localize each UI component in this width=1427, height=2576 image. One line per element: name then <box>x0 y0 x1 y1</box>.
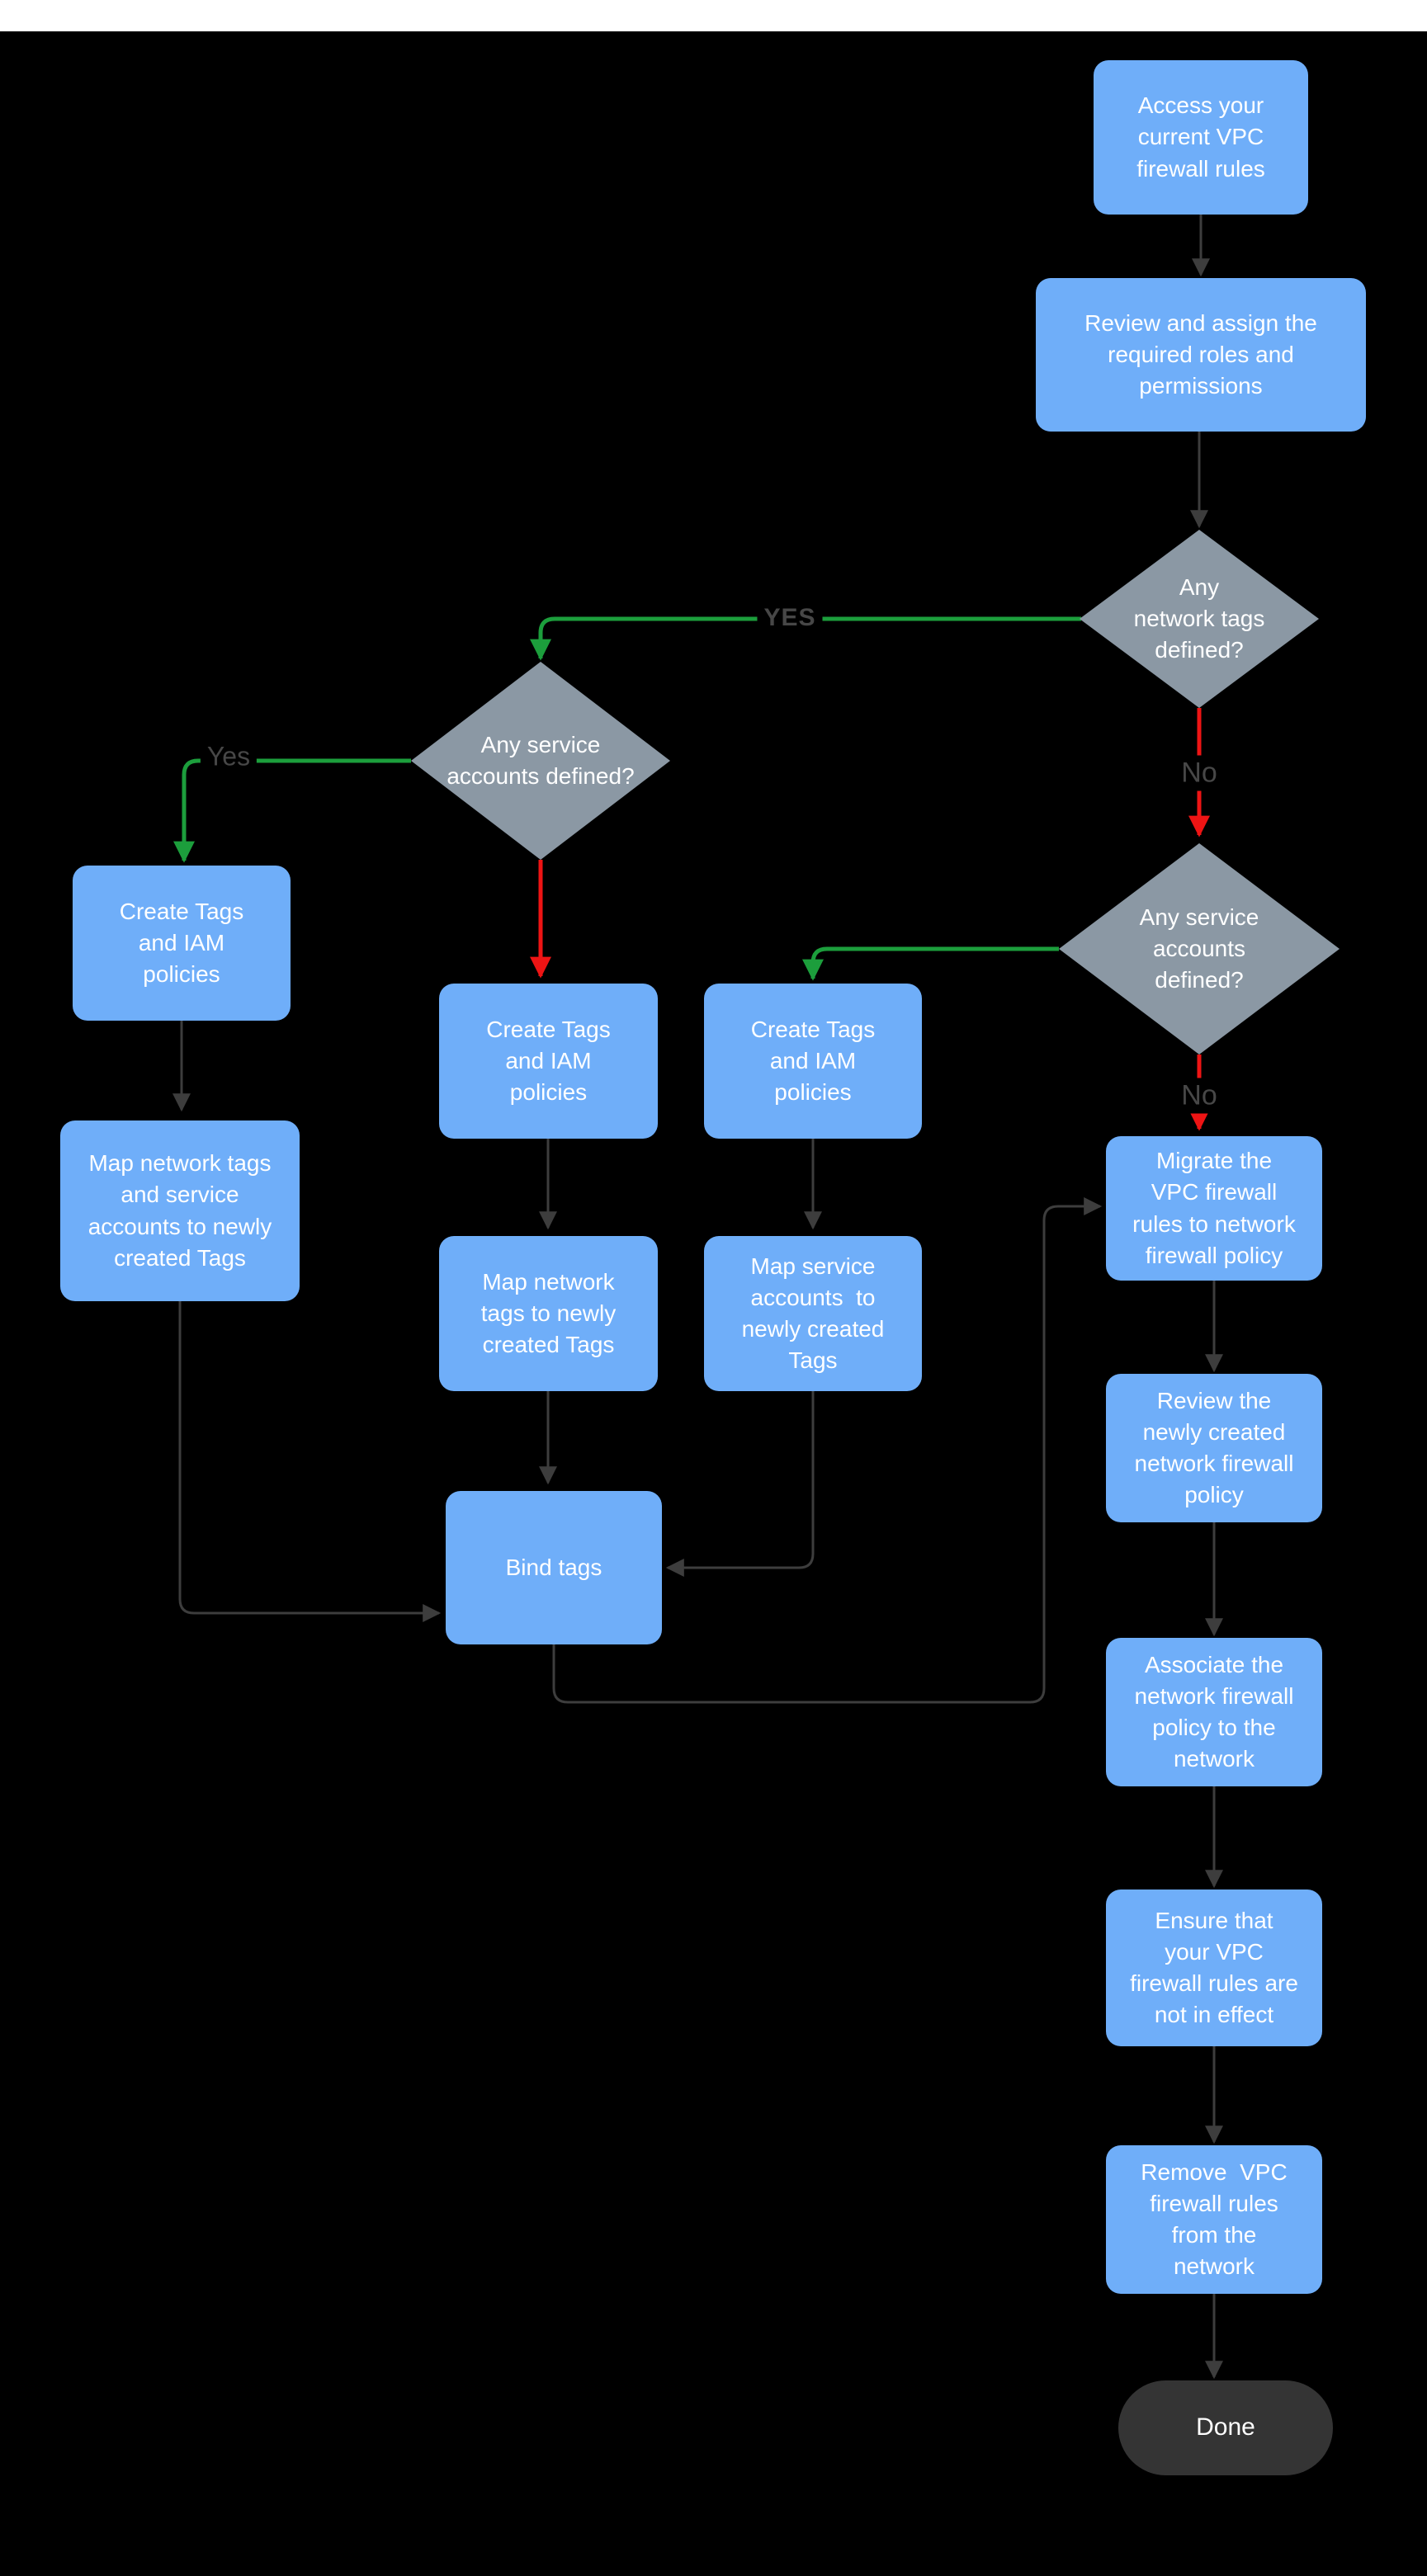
edge-yes-decisionright-to-createright <box>802 946 1059 981</box>
node-associate-policy-network: Associate the network firewall policy to… <box>1106 1638 1322 1786</box>
node-label: Map service accounts to newly created Ta… <box>741 1253 885 1374</box>
node-migrate-vpc-rules: Migrate the VPC firewall rules to networ… <box>1106 1136 1322 1281</box>
node-label: Any network tags defined? <box>1133 573 1265 663</box>
node-label: Map network tags to newly created Tags <box>480 1268 617 1358</box>
node-label: Create Tags and IAM policies <box>486 1016 611 1106</box>
node-remove-vpc-rules: Remove VPC firewall rules from the netwo… <box>1106 2145 1322 2294</box>
node-label: Done <box>1196 2413 1255 2442</box>
node-label: Ensure that your VPC firewall rules are … <box>1130 1907 1298 2028</box>
edge-mapleft-to-bind <box>178 1301 442 1622</box>
node-label: Create Tags and IAM policies <box>750 1016 876 1106</box>
node-label: Bind tags <box>505 1554 602 1580</box>
node-review-firewall-policy: Review the newly created network firewal… <box>1106 1374 1322 1522</box>
node-access-vpc-firewall-rules: Access your current VPC firewall rules <box>1094 60 1308 215</box>
node-done-terminal: Done <box>1118 2380 1333 2475</box>
node-create-tags-iam-right: Create Tags and IAM policies <box>704 984 922 1139</box>
node-label: Any service accounts defined? <box>447 731 635 789</box>
node-label: Create Tags and IAM policies <box>119 898 244 988</box>
node-label: Remove VPC firewall rules from the netwo… <box>1141 2158 1288 2280</box>
node-label: Associate the network firewall policy to… <box>1134 1651 1294 1772</box>
node-label: Review and assign the required roles and… <box>1084 309 1317 399</box>
node-bind-tags: Bind tags <box>446 1491 662 1644</box>
node-label: Review the newly created network firewal… <box>1134 1387 1294 1508</box>
node-map-network-tags: Map network tags to newly created Tags <box>439 1236 658 1391</box>
edge-label-no-upper: No <box>1174 755 1224 791</box>
node-label: Access your current VPC firewall rules <box>1136 92 1265 182</box>
edge-label-yes-upper: YES <box>757 602 823 634</box>
top-white-bar <box>0 0 1427 31</box>
node-label: Map network tags and service accounts to… <box>87 1150 272 1271</box>
node-create-tags-iam-left: Create Tags and IAM policies <box>73 866 291 1021</box>
node-label: Migrate the VPC firewall rules to networ… <box>1132 1148 1296 1268</box>
node-map-tags-and-service-accounts: Map network tags and service accounts to… <box>60 1121 300 1301</box>
edge-yes-decisionleft-to-createleft <box>173 758 411 863</box>
edge-mapservice-to-bind <box>665 1390 815 1577</box>
node-ensure-rules-not-in-effect: Ensure that your VPC firewall rules are … <box>1106 1890 1322 2046</box>
node-map-service-accounts: Map service accounts to newly created Ta… <box>704 1236 922 1391</box>
node-create-tags-iam-mid: Create Tags and IAM policies <box>439 984 658 1139</box>
edge-bind-to-migrate <box>552 1197 1103 1704</box>
node-review-assign-roles: Review and assign the required roles and… <box>1036 278 1366 432</box>
edge-label-no-lower: No <box>1174 1078 1224 1114</box>
edge-yes-decision1-to-decisionleft <box>530 616 1081 661</box>
node-label: Any service accounts defined? <box>1139 903 1259 993</box>
edge-label-yes-left: Yes <box>200 739 258 774</box>
